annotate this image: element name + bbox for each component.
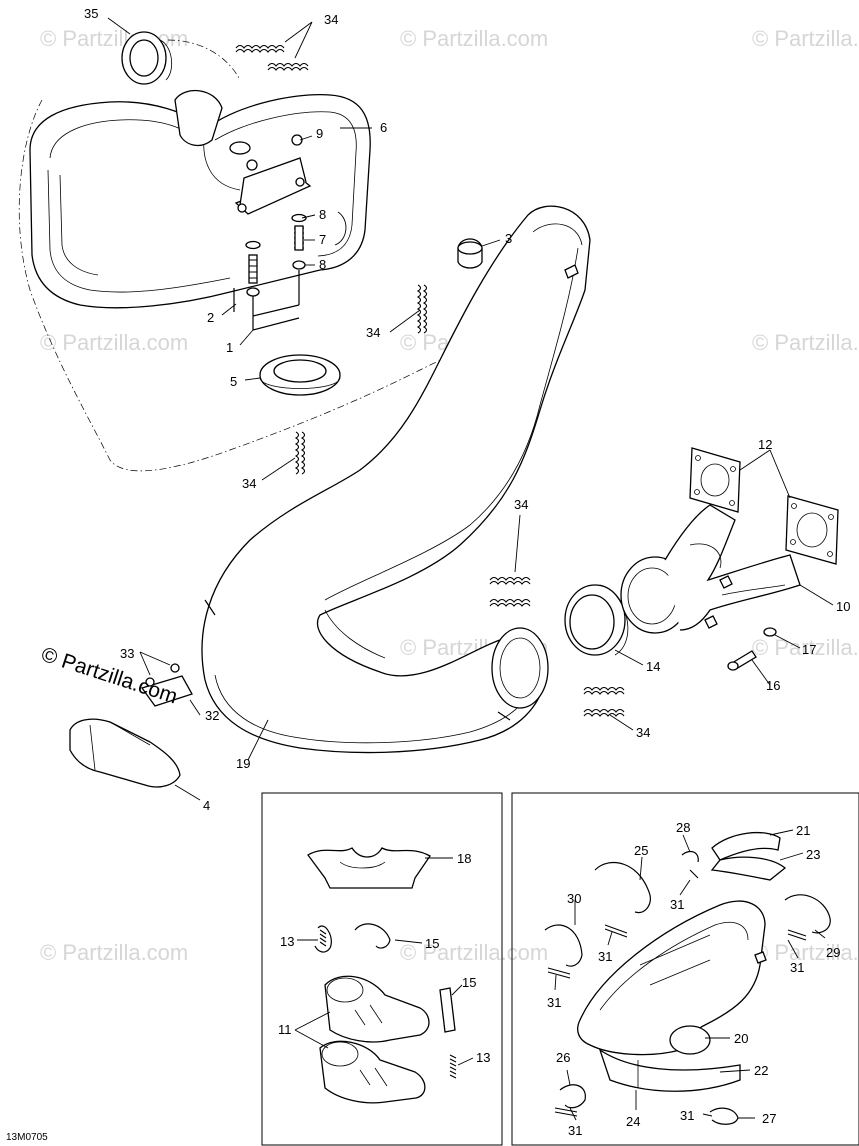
shield-plate-part <box>307 847 431 889</box>
rubber-bumper-part <box>457 238 483 269</box>
heat-shield-part <box>69 718 181 788</box>
bolt-part <box>727 627 777 671</box>
callout-label: 34 <box>366 325 380 340</box>
callout-label: 2 <box>207 310 214 325</box>
callout-label: 3 <box>505 231 512 246</box>
gasket-part <box>689 447 741 513</box>
callout-label: 16 <box>766 678 780 693</box>
watermark: © Partzilla.com <box>400 26 548 51</box>
inset-box-right <box>511 792 859 1146</box>
drawing-code: 13M0705 <box>6 1132 48 1143</box>
callout-label: 32 <box>205 708 219 723</box>
callout-label: 20 <box>734 1031 748 1046</box>
callout-label: 6 <box>380 120 387 135</box>
callout-label: 31 <box>670 897 684 912</box>
phantom-outline <box>18 39 521 472</box>
callout-label: 34 <box>324 12 338 27</box>
callout-label: 34 <box>242 476 256 491</box>
mounting-bracket-part <box>234 134 312 215</box>
callout-label: 34 <box>514 497 528 512</box>
callout-label: 30 <box>567 891 581 906</box>
callout-label: 11 <box>278 1022 292 1037</box>
callout-label: 4 <box>203 798 210 813</box>
watermark: © Partzilla.com <box>752 330 859 355</box>
callout-label: 29 <box>826 945 840 960</box>
callout-label: 25 <box>634 843 648 858</box>
callout-label: 13 <box>476 1050 490 1065</box>
callout-label: 19 <box>236 756 250 771</box>
leader-lines <box>107 17 834 1121</box>
exhaust-seal-part <box>564 584 629 656</box>
callout-label: 18 <box>457 851 471 866</box>
callout-label: 15 <box>462 975 476 990</box>
callout-label: 21 <box>796 823 810 838</box>
callout-label: 27 <box>762 1111 776 1126</box>
callout-label: 13 <box>280 934 294 949</box>
callout-label: 7 <box>319 232 326 247</box>
spring-part <box>416 284 428 334</box>
callout-label: 35 <box>84 6 98 21</box>
seal-ring-part <box>121 31 173 85</box>
watermark: © Partzilla.com <box>752 26 859 51</box>
callout-labels: 35 34 6 9 8 7 8 3 2 1 5 34 34 34 12 10 1… <box>84 6 850 1138</box>
callout-label: 5 <box>230 374 237 389</box>
callout-label: 24 <box>626 1114 640 1129</box>
bracket-plate-part <box>140 663 193 707</box>
callout-label: 14 <box>646 659 660 674</box>
callout-label: 28 <box>676 820 690 835</box>
callout-label: 31 <box>568 1123 582 1138</box>
callout-label: 31 <box>598 949 612 964</box>
watermark: © Partzilla.com <box>752 940 859 965</box>
spring-clip-part <box>314 923 457 1079</box>
callout-label: 34 <box>636 725 650 740</box>
callout-label: 22 <box>754 1063 768 1078</box>
watermark: © Partzilla.com <box>40 330 188 355</box>
watermark: © Partzilla.com <box>400 940 548 965</box>
muffler-part <box>29 89 371 309</box>
watermark: © Partzilla.com <box>752 635 859 660</box>
spring-part <box>294 431 306 475</box>
center-pipe-part <box>577 900 767 1056</box>
grommet-part <box>259 354 341 396</box>
callout-label: 31 <box>680 1108 694 1123</box>
callout-label: 9 <box>316 126 323 141</box>
watermark: © Partzilla.com <box>40 940 188 965</box>
callout-label: 31 <box>790 960 804 975</box>
callout-label: 33 <box>120 646 134 661</box>
tuned-pipe-part <box>201 205 591 754</box>
spring-part <box>235 44 309 71</box>
gasket-part <box>785 495 839 565</box>
watermark: © Partzilla.com <box>40 26 188 51</box>
spring-part <box>583 686 625 717</box>
callout-label: 1 <box>226 340 233 355</box>
upper-shield-part <box>710 831 787 881</box>
callout-label: 10 <box>836 599 850 614</box>
callout-label: 17 <box>802 642 816 657</box>
lower-shield-part <box>598 1048 741 1092</box>
brand-watermark-text: © Partzilla.com <box>38 643 180 709</box>
callout-label: 8 <box>319 207 326 222</box>
exhaust-manifold-part <box>620 504 801 634</box>
callout-label: 15 <box>425 936 439 951</box>
inset-box-left <box>261 792 503 1146</box>
spring-part <box>489 576 531 607</box>
y-pipe-part <box>319 975 430 1104</box>
callout-label: 12 <box>758 437 772 452</box>
callout-label: 26 <box>556 1050 570 1065</box>
spring-bolt-part <box>233 213 307 331</box>
callout-label: 8 <box>319 257 326 272</box>
callout-label: 31 <box>547 995 561 1010</box>
callout-label: 23 <box>806 847 820 862</box>
clamp-part <box>544 850 831 1125</box>
